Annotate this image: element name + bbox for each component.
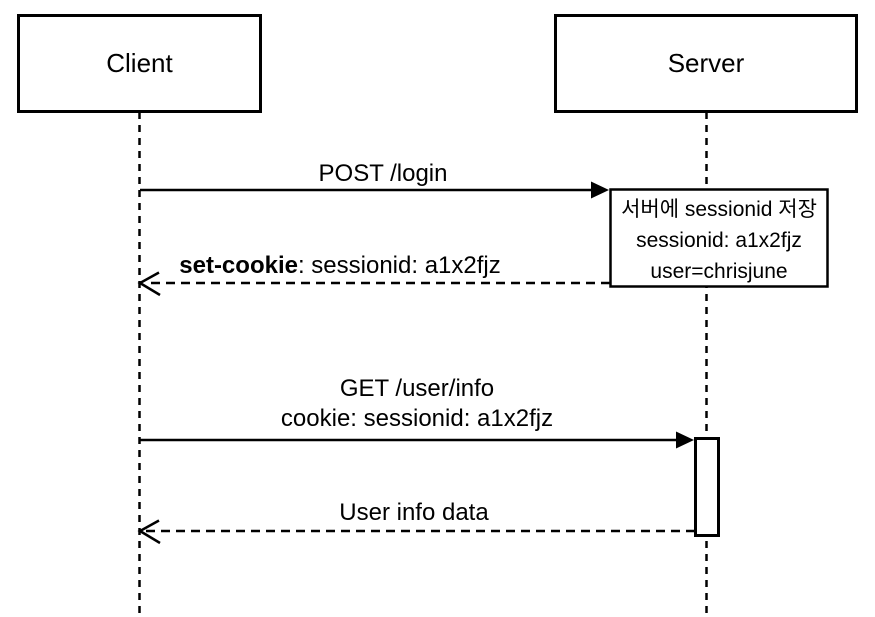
message-label-post-login: POST /login [319,160,448,187]
client-actor-label: Client [106,48,173,78]
client-actor-box [17,14,262,113]
message-label-user-info-data: User info data [339,499,489,526]
server-actor-label: Server [668,48,745,78]
arrowhead-open-set-cookie [137,271,161,297]
note-line-1: 서버에 sessionid 저장 [621,198,817,221]
message-label-get-user-info-line2: cookie: sessionid: a1x2fjz [281,405,553,432]
note-box [609,188,829,288]
server-activation-bar [694,437,720,537]
message-label-get-user-info-line1: GET /user/info [340,375,494,402]
arrowhead-open-user-info-data [137,519,161,545]
note-line-2: sessionid: a1x2fjz [636,229,802,252]
message-label-set-cookie-bold: set-cookie [179,252,298,279]
message-label-set-cookie: set-cookie: sessionid: a1x2fjz [179,252,501,279]
note-line-3: user=chrisjune [650,260,787,283]
arrowhead-filled-post-login [591,181,609,199]
server-actor-box [554,14,858,113]
message-label-set-cookie-rest: : sessionid: a1x2fjz [298,252,501,279]
arrowhead-filled-get-user-info [676,431,694,449]
